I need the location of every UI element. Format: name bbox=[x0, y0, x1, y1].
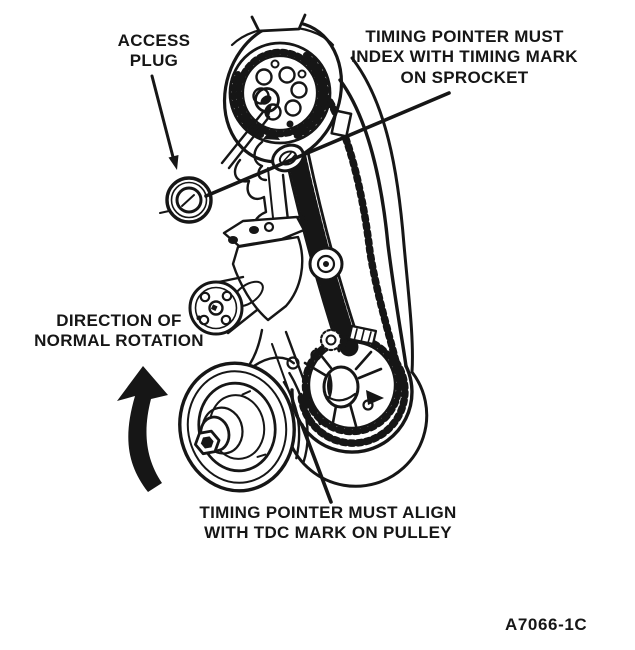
timing-cover bbox=[222, 20, 344, 164]
rotation-arrow bbox=[117, 366, 168, 492]
access-plug-label: ACCESS PLUG bbox=[117, 31, 191, 71]
timing-window-notch bbox=[330, 109, 353, 138]
pulley-note-label: TIMING POINTER MUST ALIGN WITH TDC MARK … bbox=[199, 503, 457, 543]
access-plug-leader bbox=[150, 74, 175, 159]
rotation-note-label: DIRECTION OF NORMAL ROTATION bbox=[34, 311, 204, 351]
idler-gear bbox=[319, 328, 343, 352]
crankshaft-pulley bbox=[178, 356, 309, 493]
pulley-note-leader bbox=[300, 423, 333, 504]
timing-mark bbox=[263, 128, 280, 140]
sprocket-note-label: TIMING POINTER MUST INDEX WITH TIMING MA… bbox=[351, 27, 578, 87]
figure-code: A7066-1C bbox=[505, 615, 588, 634]
tensioner-pulley bbox=[308, 246, 378, 352]
access-plug-leader-arrowhead bbox=[168, 155, 179, 170]
camshaft-sprocket bbox=[220, 13, 344, 182]
water-pump bbox=[188, 215, 306, 336]
timing-pointer bbox=[220, 104, 272, 170]
sprocket-note-leader bbox=[204, 91, 451, 198]
leader-lines bbox=[150, 74, 451, 504]
crankshaft-sprocket bbox=[286, 334, 403, 436]
access-plug bbox=[165, 176, 213, 224]
